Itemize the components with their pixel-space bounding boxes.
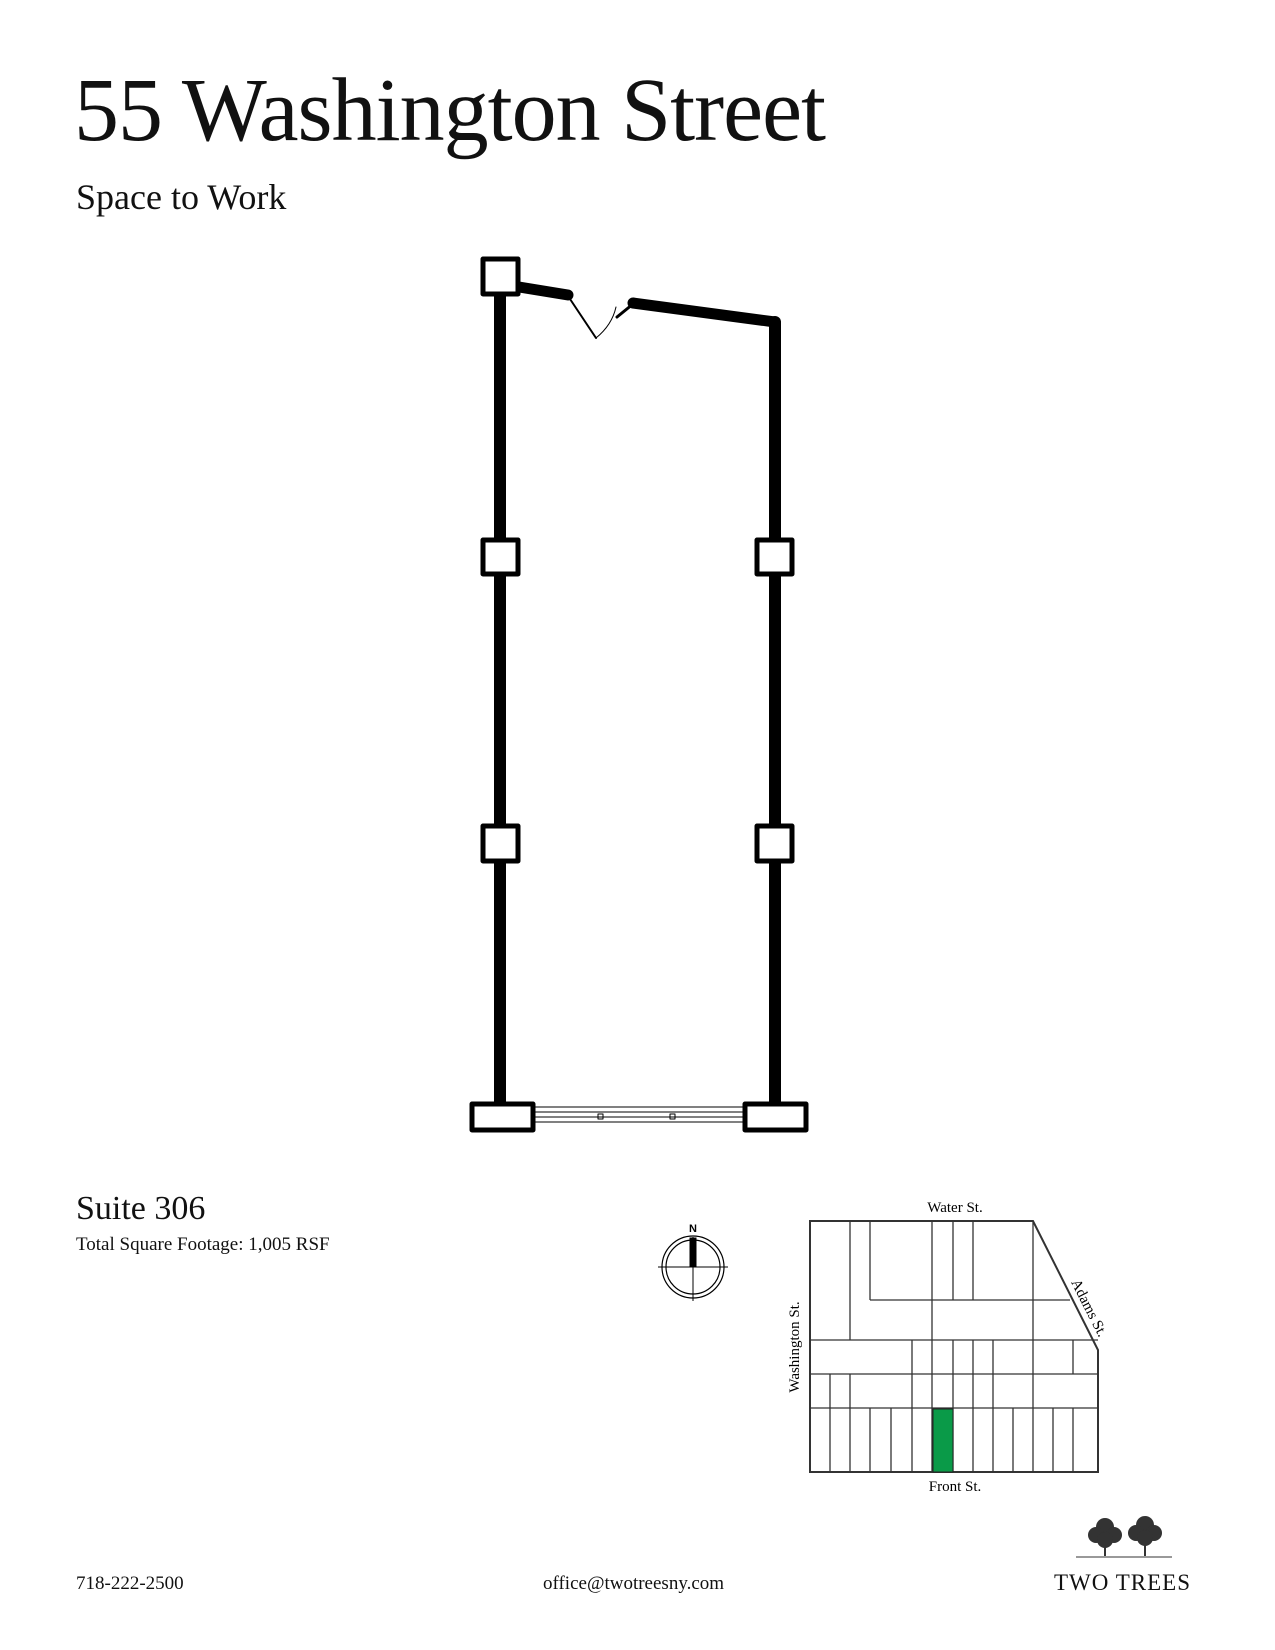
- storefront-window: [532, 1106, 746, 1123]
- key-plan: [809, 1220, 1099, 1473]
- street-label-south: Front St.: [929, 1479, 982, 1495]
- column: [469, 1101, 536, 1133]
- door-swing: [595, 306, 617, 339]
- column: [480, 823, 521, 864]
- door-leaf: [567, 295, 597, 339]
- brand-name: TWO TREES: [1054, 1570, 1191, 1595]
- two-trees-logo-icon: [1076, 1516, 1172, 1558]
- street-label-north: Water St.: [927, 1200, 982, 1216]
- page-title: 55 Washington Street: [74, 61, 826, 160]
- column: [480, 256, 521, 297]
- north-arrow-icon: [658, 1235, 728, 1301]
- page-subtitle: Space to Work: [76, 177, 287, 217]
- north-wall-left: [513, 281, 574, 301]
- street-label-west: Washington St.: [787, 1301, 803, 1392]
- square-footage: Total Square Footage: 1,005 RSF: [76, 1234, 330, 1255]
- north-wall-right: [627, 297, 781, 328]
- column: [754, 537, 795, 577]
- phone-number[interactable]: 718-222-2500: [76, 1573, 184, 1594]
- suite-name: Suite 306: [76, 1190, 206, 1227]
- column: [754, 823, 795, 864]
- suite-highlight: [932, 1408, 954, 1473]
- column: [742, 1101, 809, 1133]
- email-link[interactable]: office@twotreesny.com: [543, 1573, 725, 1594]
- compass-label: N: [689, 1223, 697, 1235]
- column: [480, 537, 521, 577]
